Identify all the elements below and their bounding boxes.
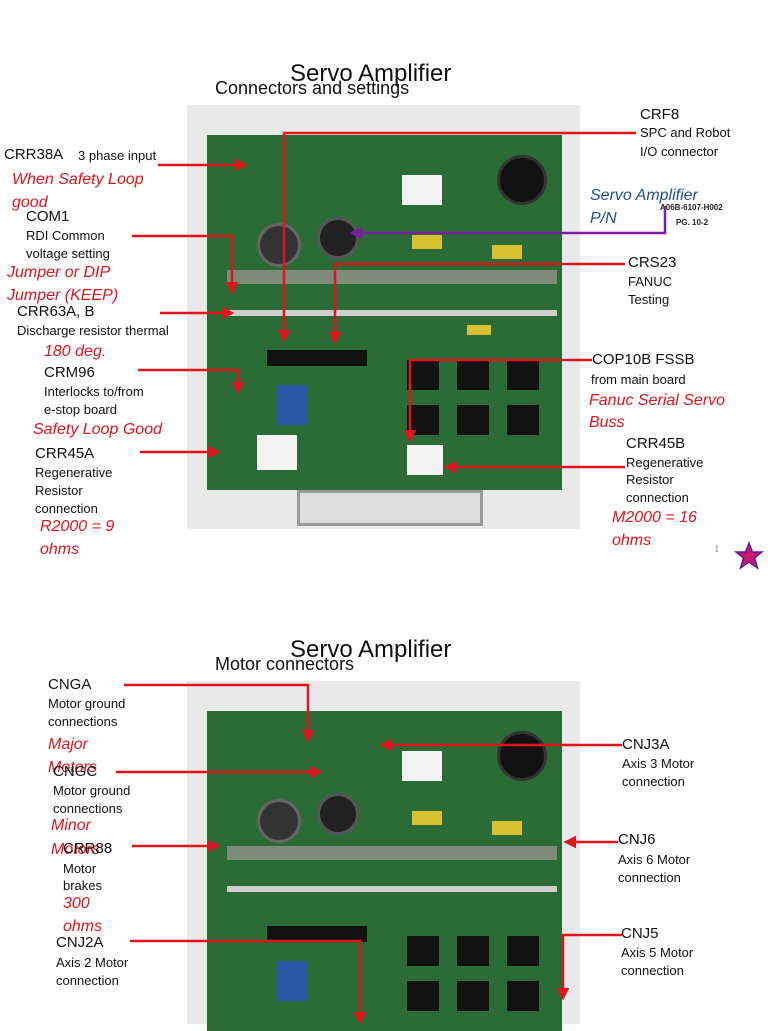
crr38a-note-2: good [12, 194, 48, 211]
com1-note-2: Jumper (KEEP) [7, 287, 119, 304]
arrow-cop10b [403, 358, 592, 443]
crr63-note: 180 deg. [44, 343, 107, 360]
cnj2a-desc-2: connection [56, 973, 119, 988]
crr88-name: CRR88 [63, 840, 113, 857]
slide-1-subtitle: Connectors and settings [215, 78, 410, 98]
cnga-note-1: Major [48, 736, 89, 753]
crr88-note-1: 300 [63, 895, 90, 912]
crr38a-desc: 3 phase input [78, 148, 157, 163]
cnj5-desc-1: Axis 5 Motor [621, 945, 694, 960]
pn-part-number: A06B-6107-H002 [660, 203, 723, 212]
slide-1-title: Servo Amplifier [290, 60, 452, 87]
pn-note-2: P/N [590, 210, 617, 227]
cnj6-name: CNJ6 [618, 831, 656, 848]
arrow-cnga [124, 683, 315, 743]
cnga-name: CNGA [48, 676, 92, 693]
cnga-desc-1: Motor ground [48, 696, 126, 711]
crm96-desc-1: Interlocks to/from [44, 384, 144, 399]
cngc-desc-2: connections [53, 801, 123, 816]
crr45b-note-2: ohms [612, 532, 652, 549]
arrow-com1 [132, 234, 239, 295]
arrow-crf8 [277, 131, 636, 343]
crf8-desc-2: I/O connector [640, 144, 719, 159]
circuit-board-2 [207, 711, 562, 1031]
slide-2-title: Servo Amplifier [290, 636, 452, 663]
cop10b-note-1: Fanuc Serial Servo [589, 392, 726, 409]
slide-2-subtitle: Motor connectors [215, 654, 355, 674]
page-number: 1 [714, 543, 720, 555]
crr45b-name: CRR45B [626, 435, 686, 452]
com1-desc-2: voltage setting [26, 246, 110, 261]
crs23-desc-1: FANUC [628, 274, 673, 289]
crr45a-note-2: ohms [40, 541, 80, 558]
cngc-desc-1: Motor ground [53, 783, 131, 798]
cop10b-desc: from main board [591, 372, 686, 387]
star-icon [734, 541, 764, 570]
crr45a-desc-2: Resistor [35, 483, 83, 498]
com1-note-1: Jumper or DIP [7, 264, 111, 281]
crr38a-note: When Safety Loop [12, 171, 144, 188]
cnj2a-name: CNJ2A [56, 934, 104, 951]
crr63-desc: Discharge resistor thermal [17, 323, 169, 338]
crr45a-name: CRR45A [35, 445, 95, 462]
crr88-desc-1: Motor [63, 861, 97, 876]
crm96-desc-2: e-stop board [44, 402, 117, 417]
crm96-note: Safety Loop Good [33, 421, 162, 438]
crr38a-name: CRR38A [4, 146, 64, 163]
arrow-cnj5 [556, 933, 622, 1001]
crr45b-desc-2: Resistor [626, 472, 674, 487]
cnj6-desc-2: connection [618, 870, 681, 885]
cnj3a-desc-1: Axis 3 Motor [622, 756, 695, 771]
cnga-note-2: Motors [48, 759, 97, 776]
board-photo-2 [187, 681, 580, 1031]
arrow-crm96 [138, 368, 245, 395]
crr88-desc-2: brakes [63, 878, 103, 893]
cnga-desc-2: connections [48, 714, 118, 729]
crr45b-desc-3: connection [626, 490, 689, 505]
cnj3a-desc-2: connection [622, 774, 685, 789]
com1-name: COM1 [26, 208, 70, 225]
crr45a-desc-1: Regenerative [35, 465, 113, 480]
cnj6-desc-1: Axis 6 Motor [618, 852, 691, 867]
crr45a-note-1: R2000 = 9 [40, 518, 115, 535]
crr45b-note-1: M2000 = 16 [612, 509, 697, 526]
crf8-name: CRF8 [640, 106, 680, 123]
crs23-desc-2: Testing [628, 292, 670, 307]
crf8-desc-1: SPC and Robot [640, 125, 731, 140]
cngc-note-2: Motors [51, 841, 100, 858]
cnj3a-name: CNJ3A [622, 736, 670, 753]
crr45a-desc-3: connection [35, 501, 98, 516]
arrow-servo-pn [349, 206, 667, 240]
crr63-name: CRR63A, B [17, 303, 95, 320]
pn-page: PG. 10-2 [676, 218, 709, 227]
crr88-note-2: ohms [63, 918, 103, 935]
cop10b-note-2: Buss [589, 414, 625, 431]
pn-note-1: Servo Amplifier [590, 187, 698, 204]
crs23-name: CRS23 [628, 254, 677, 271]
crm96-name: CRM96 [44, 364, 95, 381]
arrow-crs23 [328, 262, 625, 345]
cnj5-desc-2: connection [621, 963, 684, 978]
cnj2a-desc-1: Axis 2 Motor [56, 955, 129, 970]
com1-desc-1: RDI Common [26, 228, 105, 243]
crr45b-desc-1: Regenerative [626, 455, 704, 470]
cnj5-name: CNJ5 [621, 925, 659, 942]
cngc-note-1: Minor [51, 817, 92, 834]
cngc-name: CNGC [53, 763, 98, 780]
cop10b-name: COP10B FSSB [592, 351, 695, 368]
arrow-cnj2a [130, 939, 367, 1024]
